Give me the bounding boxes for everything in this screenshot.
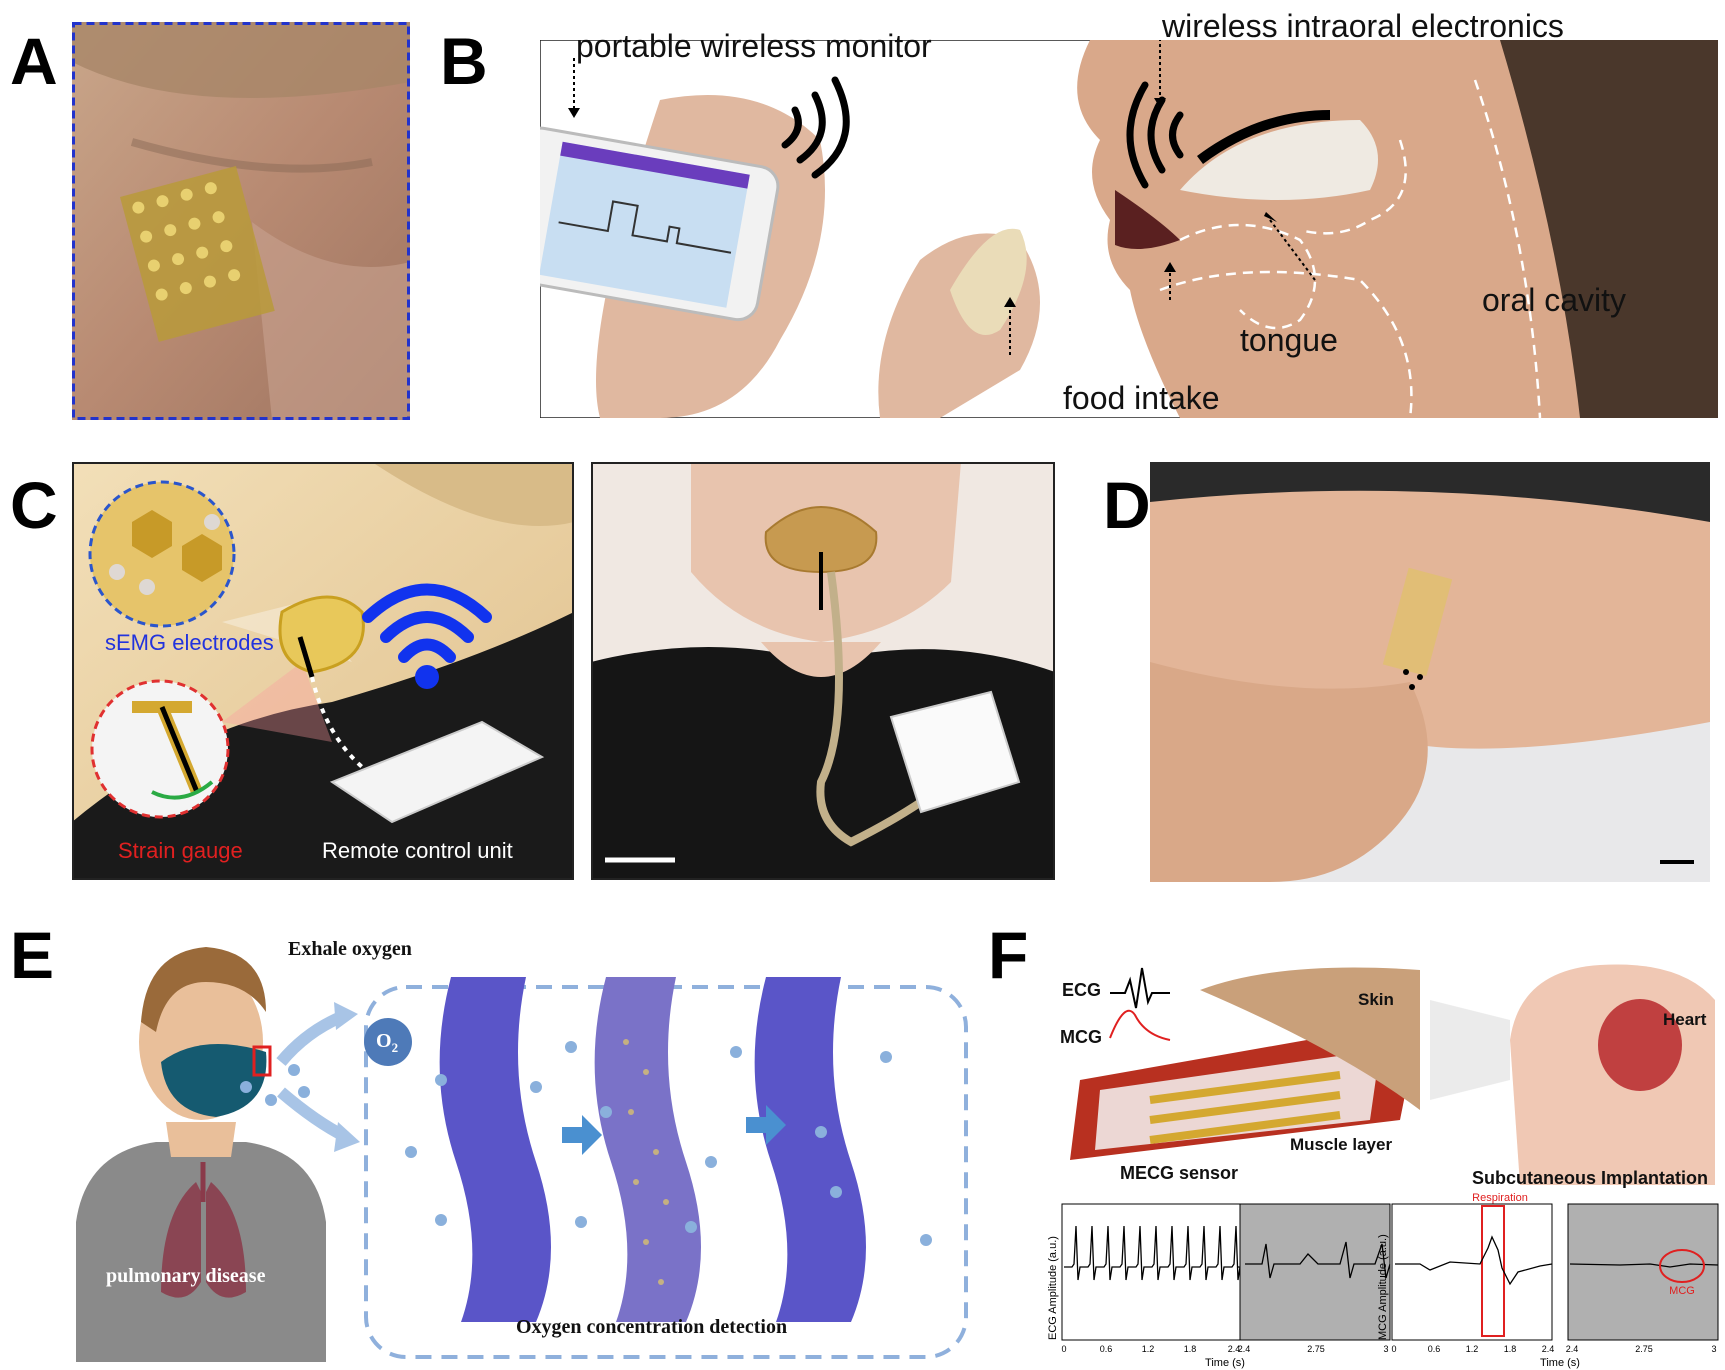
panel-letter-a: A: [10, 24, 58, 98]
panel-c-photo: [591, 462, 1055, 880]
o2-text: O: [376, 1030, 392, 1052]
o2-subscript: 2: [391, 1040, 399, 1055]
tick-d1: 2.75: [1635, 1344, 1653, 1354]
label-skin: Skin: [1358, 990, 1394, 1009]
panel-c-illustration: [72, 462, 574, 880]
wifi-icon-phone: [781, 76, 850, 179]
tick-c0: 0: [1391, 1344, 1396, 1354]
label-oral-cavity: oral cavity: [1482, 282, 1627, 318]
patch-sensor: [1382, 567, 1453, 676]
mcg-plot-frame: [1391, 1203, 1553, 1341]
label-semg-electrodes: sEMG electrodes: [105, 630, 274, 655]
label-oxygen-detection: Oxygen concentration detection: [516, 1316, 788, 1338]
label-food-intake: food intake: [1063, 380, 1220, 416]
xlabel-ecg: Time (s): [1205, 1357, 1245, 1369]
tick-a1: 0.6: [1100, 1344, 1113, 1354]
panel-d-photo: [1150, 462, 1710, 882]
tick-a3: 1.8: [1184, 1344, 1197, 1354]
panel-letter-f: F: [988, 918, 1029, 992]
panel-f-illustration: [1070, 964, 1715, 1185]
xlabel-mcg: Time (s): [1540, 1357, 1580, 1369]
remote-unit-box: [889, 690, 1021, 814]
tick-b0: 2.4: [1238, 1344, 1251, 1354]
mcg-trace: [1395, 1235, 1553, 1286]
label-tongue: tongue: [1240, 322, 1338, 358]
tick-c3: 1.8: [1504, 1344, 1517, 1354]
membrane-3: [754, 977, 866, 1322]
tick-a2: 1.2: [1142, 1344, 1155, 1354]
label-mecg-sensor: MECG sensor: [1120, 1163, 1239, 1183]
label-heart: Heart: [1663, 1010, 1707, 1029]
label-remote-control: Remote control unit: [322, 838, 513, 863]
label-o2: O2: [376, 1030, 398, 1056]
o2-molecule: [364, 1018, 412, 1066]
label-ecg: ECG: [1062, 980, 1102, 1000]
ecg-zoom-trace: [1245, 1241, 1391, 1279]
label-pulmonary-disease: pulmonary disease: [106, 1265, 266, 1287]
wifi-icon: [1126, 81, 1184, 189]
ecg-zoom-frame: [1239, 1203, 1391, 1341]
tick-b1: 2.75: [1307, 1344, 1325, 1354]
panel-e-illustration: [76, 947, 968, 1362]
label-strain-gauge: Strain gauge: [118, 838, 243, 863]
wifi-icon-blue: [362, 583, 492, 663]
mcg-zoom-frame: [1567, 1203, 1719, 1341]
panel-letter-c: C: [10, 468, 58, 542]
panel-f-plots: ECG Amplitude (a.u.) MCG Amplitude (a.u.…: [1047, 1192, 1719, 1369]
heart-figure: [1598, 999, 1682, 1091]
panel-letter-e: E: [10, 918, 55, 992]
label-mcg: MCG: [1060, 1027, 1102, 1047]
intraoral-device: [1180, 120, 1378, 200]
label-subcutaneous: Subcutaneous Implantation: [1472, 1168, 1709, 1188]
label-muscle-layer: Muscle layer: [1290, 1135, 1393, 1154]
tick-d0: 2.4: [1566, 1344, 1579, 1354]
electrode-array: [120, 165, 275, 342]
tick-d2: 3: [1711, 1344, 1716, 1354]
label-exhale-oxygen: Exhale oxygen: [288, 938, 412, 960]
tick-c4: 2.4: [1542, 1344, 1555, 1354]
ecg-ylabel: ECG Amplitude (a.u.): [1047, 1236, 1059, 1340]
ecg-plot-frame: [1061, 1203, 1241, 1341]
ecg-trace-icon: [1110, 967, 1170, 1009]
membrane-1: [439, 977, 551, 1322]
mcg-ylabel: MCG Amplitude (a.u.): [1377, 1234, 1389, 1340]
membrane-2: [594, 977, 701, 1322]
panel-b-photo: [540, 40, 1718, 418]
mcg-mark-ellipse: [1659, 1249, 1705, 1283]
tick-a0: 0: [1061, 1344, 1066, 1354]
tick-b2: 3: [1383, 1344, 1388, 1354]
tick-a4: 2.4: [1228, 1344, 1241, 1354]
panel-letter-b: B: [440, 24, 488, 98]
panel-letter-d: D: [1103, 468, 1151, 542]
smartphone: [540, 126, 780, 322]
ecg-trace: [1064, 1225, 1241, 1281]
face-mask: [161, 1044, 267, 1117]
tick-c2: 1.2: [1466, 1344, 1479, 1354]
mcg-mark-label: MCG: [1669, 1285, 1695, 1297]
remote-control-unit: [329, 720, 545, 824]
label-portable-monitor: portable wireless monitor: [576, 28, 932, 64]
label-intraoral-electronics: wireless intraoral electronics: [1162, 8, 1564, 44]
mcg-trace-icon: [1109, 1009, 1171, 1041]
tick-c1: 0.6: [1428, 1344, 1441, 1354]
respiration-label: Respiration: [1472, 1192, 1528, 1204]
panel-a-photo: [72, 22, 410, 420]
